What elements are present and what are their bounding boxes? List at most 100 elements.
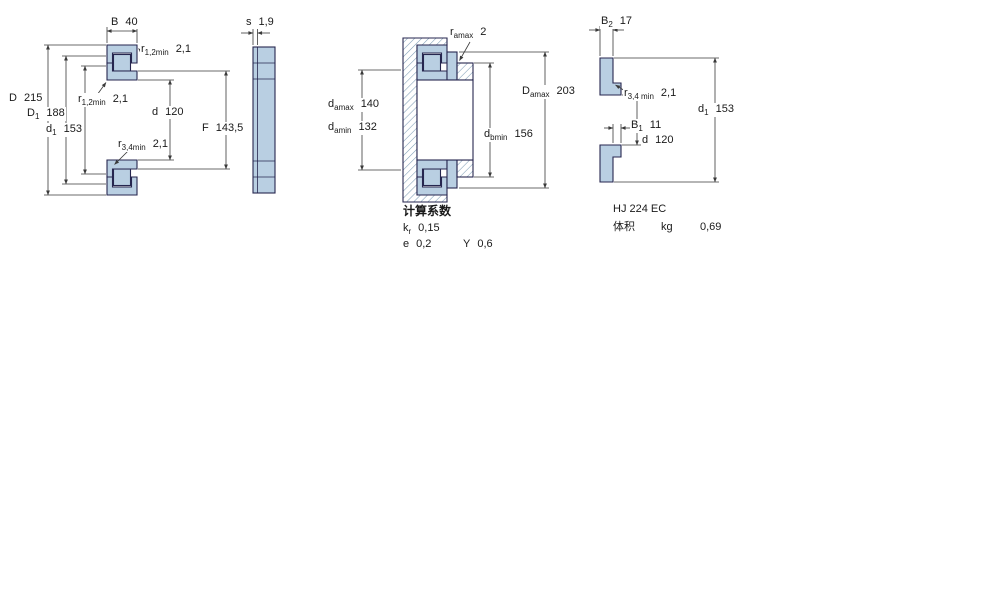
dim-da-max: damax 140 bbox=[327, 98, 381, 113]
ring-profile-body bbox=[252, 46, 276, 194]
dim-symbol: r bbox=[141, 43, 145, 55]
dim-symbol: d bbox=[698, 103, 705, 115]
dim-symbol: B bbox=[111, 16, 119, 28]
calculation-factors-heading: 计算系数 bbox=[402, 204, 453, 218]
factor-value: 0,15 bbox=[418, 222, 440, 234]
roller-top-section bbox=[112, 53, 132, 72]
dim-subscript: 3,4min bbox=[121, 143, 146, 153]
dim-subscript: 1 bbox=[52, 128, 57, 138]
ring-profile-view bbox=[252, 46, 276, 194]
dim-r12-top: r1,2min 2,1 bbox=[140, 43, 192, 58]
dim-symbol: d bbox=[642, 134, 649, 146]
dim-subscript: 1 bbox=[34, 112, 40, 122]
angle-ring-bottom-section bbox=[446, 159, 458, 189]
dim-subscript: 1 bbox=[704, 108, 709, 118]
dim-value: 40 bbox=[125, 16, 138, 28]
dim-symbol: F bbox=[202, 122, 209, 134]
mass-unit: kg bbox=[660, 221, 674, 234]
dim-subscript: amin bbox=[334, 126, 352, 136]
dim-d1-ring: d1 153 bbox=[697, 103, 735, 118]
factor-value: 0,6 bbox=[477, 238, 493, 250]
dim-subscript: 1,2min bbox=[81, 98, 106, 108]
dim-subscript: amax bbox=[529, 90, 550, 100]
dim-symbol: d bbox=[152, 106, 159, 118]
dim-symbol: B bbox=[631, 119, 639, 131]
dim-value: 143,5 bbox=[215, 122, 244, 134]
dim-value: 17 bbox=[619, 15, 633, 27]
dim-symbol: B bbox=[601, 15, 609, 27]
angle-ring-designation: HJ 224 EC bbox=[612, 203, 668, 216]
dim-symbol: D bbox=[522, 85, 530, 97]
dim-value: 132 bbox=[358, 121, 377, 133]
inner-ring-top-section bbox=[106, 62, 138, 81]
dim-subscript: bmin bbox=[490, 133, 508, 143]
angle-ring-top-section bbox=[446, 51, 458, 81]
dim-r12-left: r1,2min 2,1 bbox=[77, 93, 129, 108]
dim-subscript: 1,2min bbox=[144, 48, 169, 58]
dim-subscript: 3,4 min bbox=[627, 92, 654, 102]
factor-Y: Y 0,6 bbox=[462, 238, 494, 251]
factor-symbol: Y bbox=[463, 238, 471, 250]
dim-d1: d1 153 bbox=[45, 123, 83, 138]
main-section-view bbox=[106, 44, 138, 196]
dim-symbol: r bbox=[450, 26, 454, 38]
dim-symbol: D bbox=[9, 92, 17, 104]
dim-D1: D1 188 bbox=[26, 107, 66, 122]
dim-symbol: d bbox=[46, 123, 53, 135]
dim-Da-max: Damax 203 bbox=[521, 85, 576, 100]
dim-value: 2,1 bbox=[660, 87, 677, 99]
dim-symbol: d bbox=[328, 98, 335, 110]
dim-value: 215 bbox=[23, 92, 43, 104]
factor-symbol: e bbox=[403, 238, 410, 250]
dim-symbol: r bbox=[118, 138, 122, 150]
dim-value: 140 bbox=[360, 98, 380, 110]
dim-symbol: r bbox=[78, 93, 82, 105]
dim-value: 156 bbox=[514, 128, 533, 140]
dim-symbol: r bbox=[624, 87, 628, 99]
dim-da-min: damin 132 bbox=[327, 121, 378, 136]
dim-value: 188 bbox=[46, 107, 65, 119]
dim-db-min: dbmin 156 bbox=[483, 128, 534, 143]
dim-subscript: amax bbox=[453, 31, 474, 41]
mounting-dimension-lines bbox=[358, 41, 549, 189]
factor-value: 0,2 bbox=[416, 238, 432, 250]
dim-r34-ring: r3,4 min 2,1 bbox=[623, 87, 678, 102]
factor-symbol: k bbox=[403, 222, 409, 234]
dim-value: 120 bbox=[165, 106, 184, 118]
angle-ring-top-section bbox=[599, 57, 622, 96]
dim-value: 203 bbox=[556, 85, 575, 97]
roller-bottom-section bbox=[112, 168, 132, 187]
dim-value: 153 bbox=[715, 103, 734, 115]
dim-value: 2,1 bbox=[175, 43, 191, 55]
dim-symbol: D bbox=[27, 107, 35, 119]
factor-e: e 0,2 bbox=[402, 238, 433, 251]
dim-B: B 40 bbox=[110, 16, 139, 29]
dim-subscript: 2 bbox=[608, 20, 613, 30]
dim-symbol: d bbox=[484, 128, 491, 140]
dim-F: F 143,5 bbox=[201, 122, 245, 135]
roller-top-section bbox=[422, 53, 442, 72]
dim-value: 11 bbox=[649, 119, 662, 131]
dim-symbol: d bbox=[328, 121, 335, 133]
shaft bbox=[416, 79, 474, 161]
dim-subscript: amax bbox=[334, 103, 354, 113]
dim-B2: B2 17 bbox=[600, 15, 634, 30]
shaft-abutment-top bbox=[456, 62, 474, 81]
dim-value: 153 bbox=[63, 123, 82, 135]
dim-ra-max: ramax 2 bbox=[449, 26, 488, 41]
dim-value: 2,1 bbox=[112, 93, 128, 105]
dim-subscript: 1 bbox=[638, 124, 643, 134]
mass-label: 体积 bbox=[612, 221, 636, 234]
ring-profile-dimension-lines bbox=[241, 29, 270, 45]
angle-ring-bottom-section bbox=[599, 144, 622, 183]
dim-d: d 120 bbox=[151, 106, 185, 119]
shaft-abutment-bottom bbox=[456, 159, 474, 178]
mass-value: 0,69 bbox=[699, 221, 723, 234]
dim-value: 2 bbox=[480, 26, 487, 38]
